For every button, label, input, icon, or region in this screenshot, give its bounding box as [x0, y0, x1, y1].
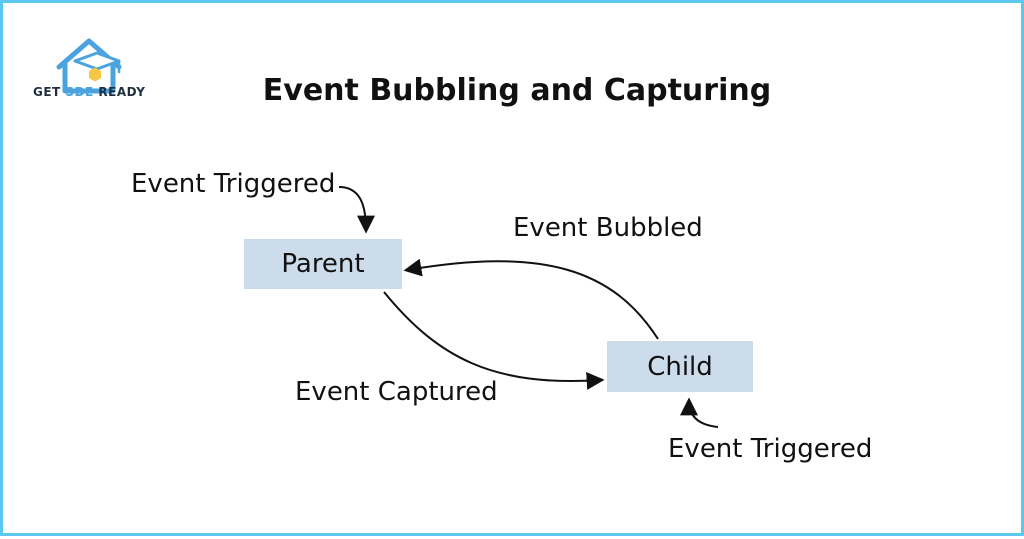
bubbled-arrow: [403, 258, 659, 340]
get-sde-ready-logo: [56, 38, 122, 94]
parent-node: Parent: [244, 239, 402, 289]
parent-triggered-arrow: [338, 186, 375, 234]
child-triggered-label: Event Triggered: [668, 434, 873, 464]
logo-text: GET SDE READY: [33, 85, 146, 99]
parent-triggered-label: Event Triggered: [131, 169, 336, 199]
child-triggered-arrow: [680, 397, 719, 428]
child-node: Child: [607, 341, 753, 392]
captured-arrow: [383, 291, 605, 390]
diagram-title: Event Bubbling and Capturing: [262, 73, 772, 108]
bubbled-label: Event Bubbled: [513, 213, 703, 243]
captured-label: Event Captured: [295, 377, 498, 407]
